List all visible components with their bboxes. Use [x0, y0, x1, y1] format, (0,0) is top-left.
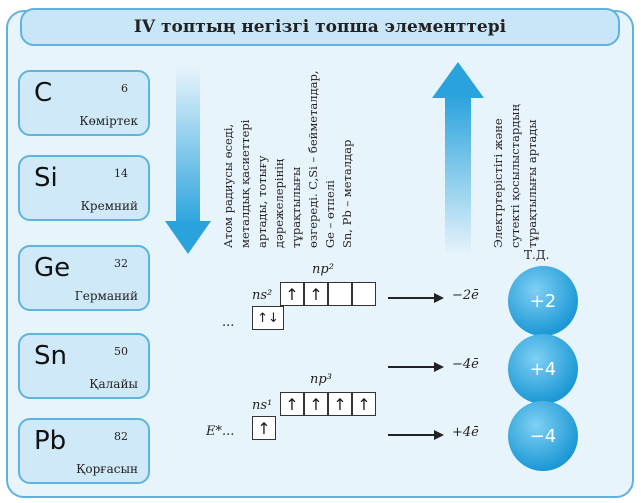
text-line: сутекті қосылыстардың — [508, 104, 522, 248]
element-card-c: C 6 Көміртек — [18, 70, 150, 136]
atomic-number: 50 — [114, 345, 128, 358]
orbital-cell: ↑ — [328, 392, 352, 416]
arrow-line — [388, 297, 438, 299]
element-symbol: Ge — [34, 253, 71, 283]
element-symbol: Si — [34, 163, 58, 193]
element-card-ge: Ge 32 Германий — [18, 245, 150, 311]
text-line: дәрежелерінің — [272, 158, 286, 248]
element-name: Қорғасын — [76, 462, 138, 476]
element-name: Кремний — [80, 199, 138, 213]
atomic-number: 6 — [121, 82, 128, 95]
element-card-si: Si 14 Кремний — [18, 155, 150, 221]
atomic-number: 14 — [114, 167, 128, 180]
np3-label: np³ — [310, 372, 332, 387]
diagram-title: IV топтың негізгі топша элементтері — [20, 8, 620, 46]
orbital-cell: ↑ — [252, 416, 276, 440]
atomic-number: 32 — [114, 257, 128, 270]
arrow-head-icon — [434, 293, 444, 303]
oxidation-circle: −4 — [508, 401, 578, 471]
text-line: Электртерістігі және — [491, 118, 505, 248]
text-line: Атом радиусы өседі, — [221, 123, 235, 248]
text-line: тұрақтылығы — [289, 166, 303, 248]
element-symbol: Pb — [34, 426, 67, 456]
electrons-label: +4ē — [452, 425, 479, 440]
element-card-sn: Sn 50 Қалайы — [18, 333, 150, 399]
element-name: Германий — [74, 289, 138, 303]
arrow-line — [388, 434, 438, 436]
orbital-cell: ↑ — [304, 392, 328, 416]
orbital-cell: ↑↓ — [252, 306, 284, 330]
orbital-cell: ↑ — [280, 282, 304, 306]
electronegativity-trend-text: Электртерістігі және сутекті қосылыстард… — [490, 70, 541, 248]
element-symbol: Sn — [34, 341, 67, 371]
td-label: Т.Д. — [524, 248, 550, 262]
element-symbol: C — [34, 78, 53, 108]
element-name: Көміртек — [79, 114, 138, 128]
text-line: тұрақтылығы артады — [525, 119, 539, 248]
element-card-pb: Pb 82 Қорғасын — [18, 418, 150, 484]
orbital-cell: ↑ — [280, 392, 304, 416]
oxidation-circle: +2 — [508, 266, 578, 336]
arrow-head-icon — [434, 430, 444, 440]
arrow-head-icon — [434, 362, 444, 372]
down-arrow-icon — [165, 66, 211, 254]
electrons-label: −2ē — [452, 288, 479, 303]
oxidation-circle: +4 — [508, 334, 578, 404]
atomic-number: 82 — [114, 430, 128, 443]
text-line: артады, тотығу — [255, 155, 269, 248]
text-line: Sn, Pb – металдар — [340, 139, 354, 248]
ns1-label: ns¹ — [252, 398, 273, 413]
electrons-label: −4ē — [452, 357, 479, 372]
ns2-label: ns² — [252, 288, 273, 303]
up-arrow-icon — [432, 62, 484, 256]
dots-label: ... — [222, 315, 235, 330]
orbital-cell: ↑ — [352, 392, 376, 416]
element-name: Қалайы — [89, 377, 138, 391]
np2-label: np² — [312, 262, 334, 277]
excited-label: E*... — [206, 424, 235, 439]
orbital-cell: ↑ — [304, 282, 328, 306]
text-line: Ge – өтпелі — [323, 180, 337, 248]
radius-trend-text: Атом радиусы өседі, металдық қасиеттері … — [220, 70, 356, 248]
text-line: өзгереді. C,Si – бейметалдар, — [306, 70, 320, 248]
arrow-line — [388, 366, 438, 368]
orbital-cell — [352, 282, 376, 306]
text-line: металдық қасиеттері — [238, 119, 252, 248]
orbital-cell — [328, 282, 352, 306]
